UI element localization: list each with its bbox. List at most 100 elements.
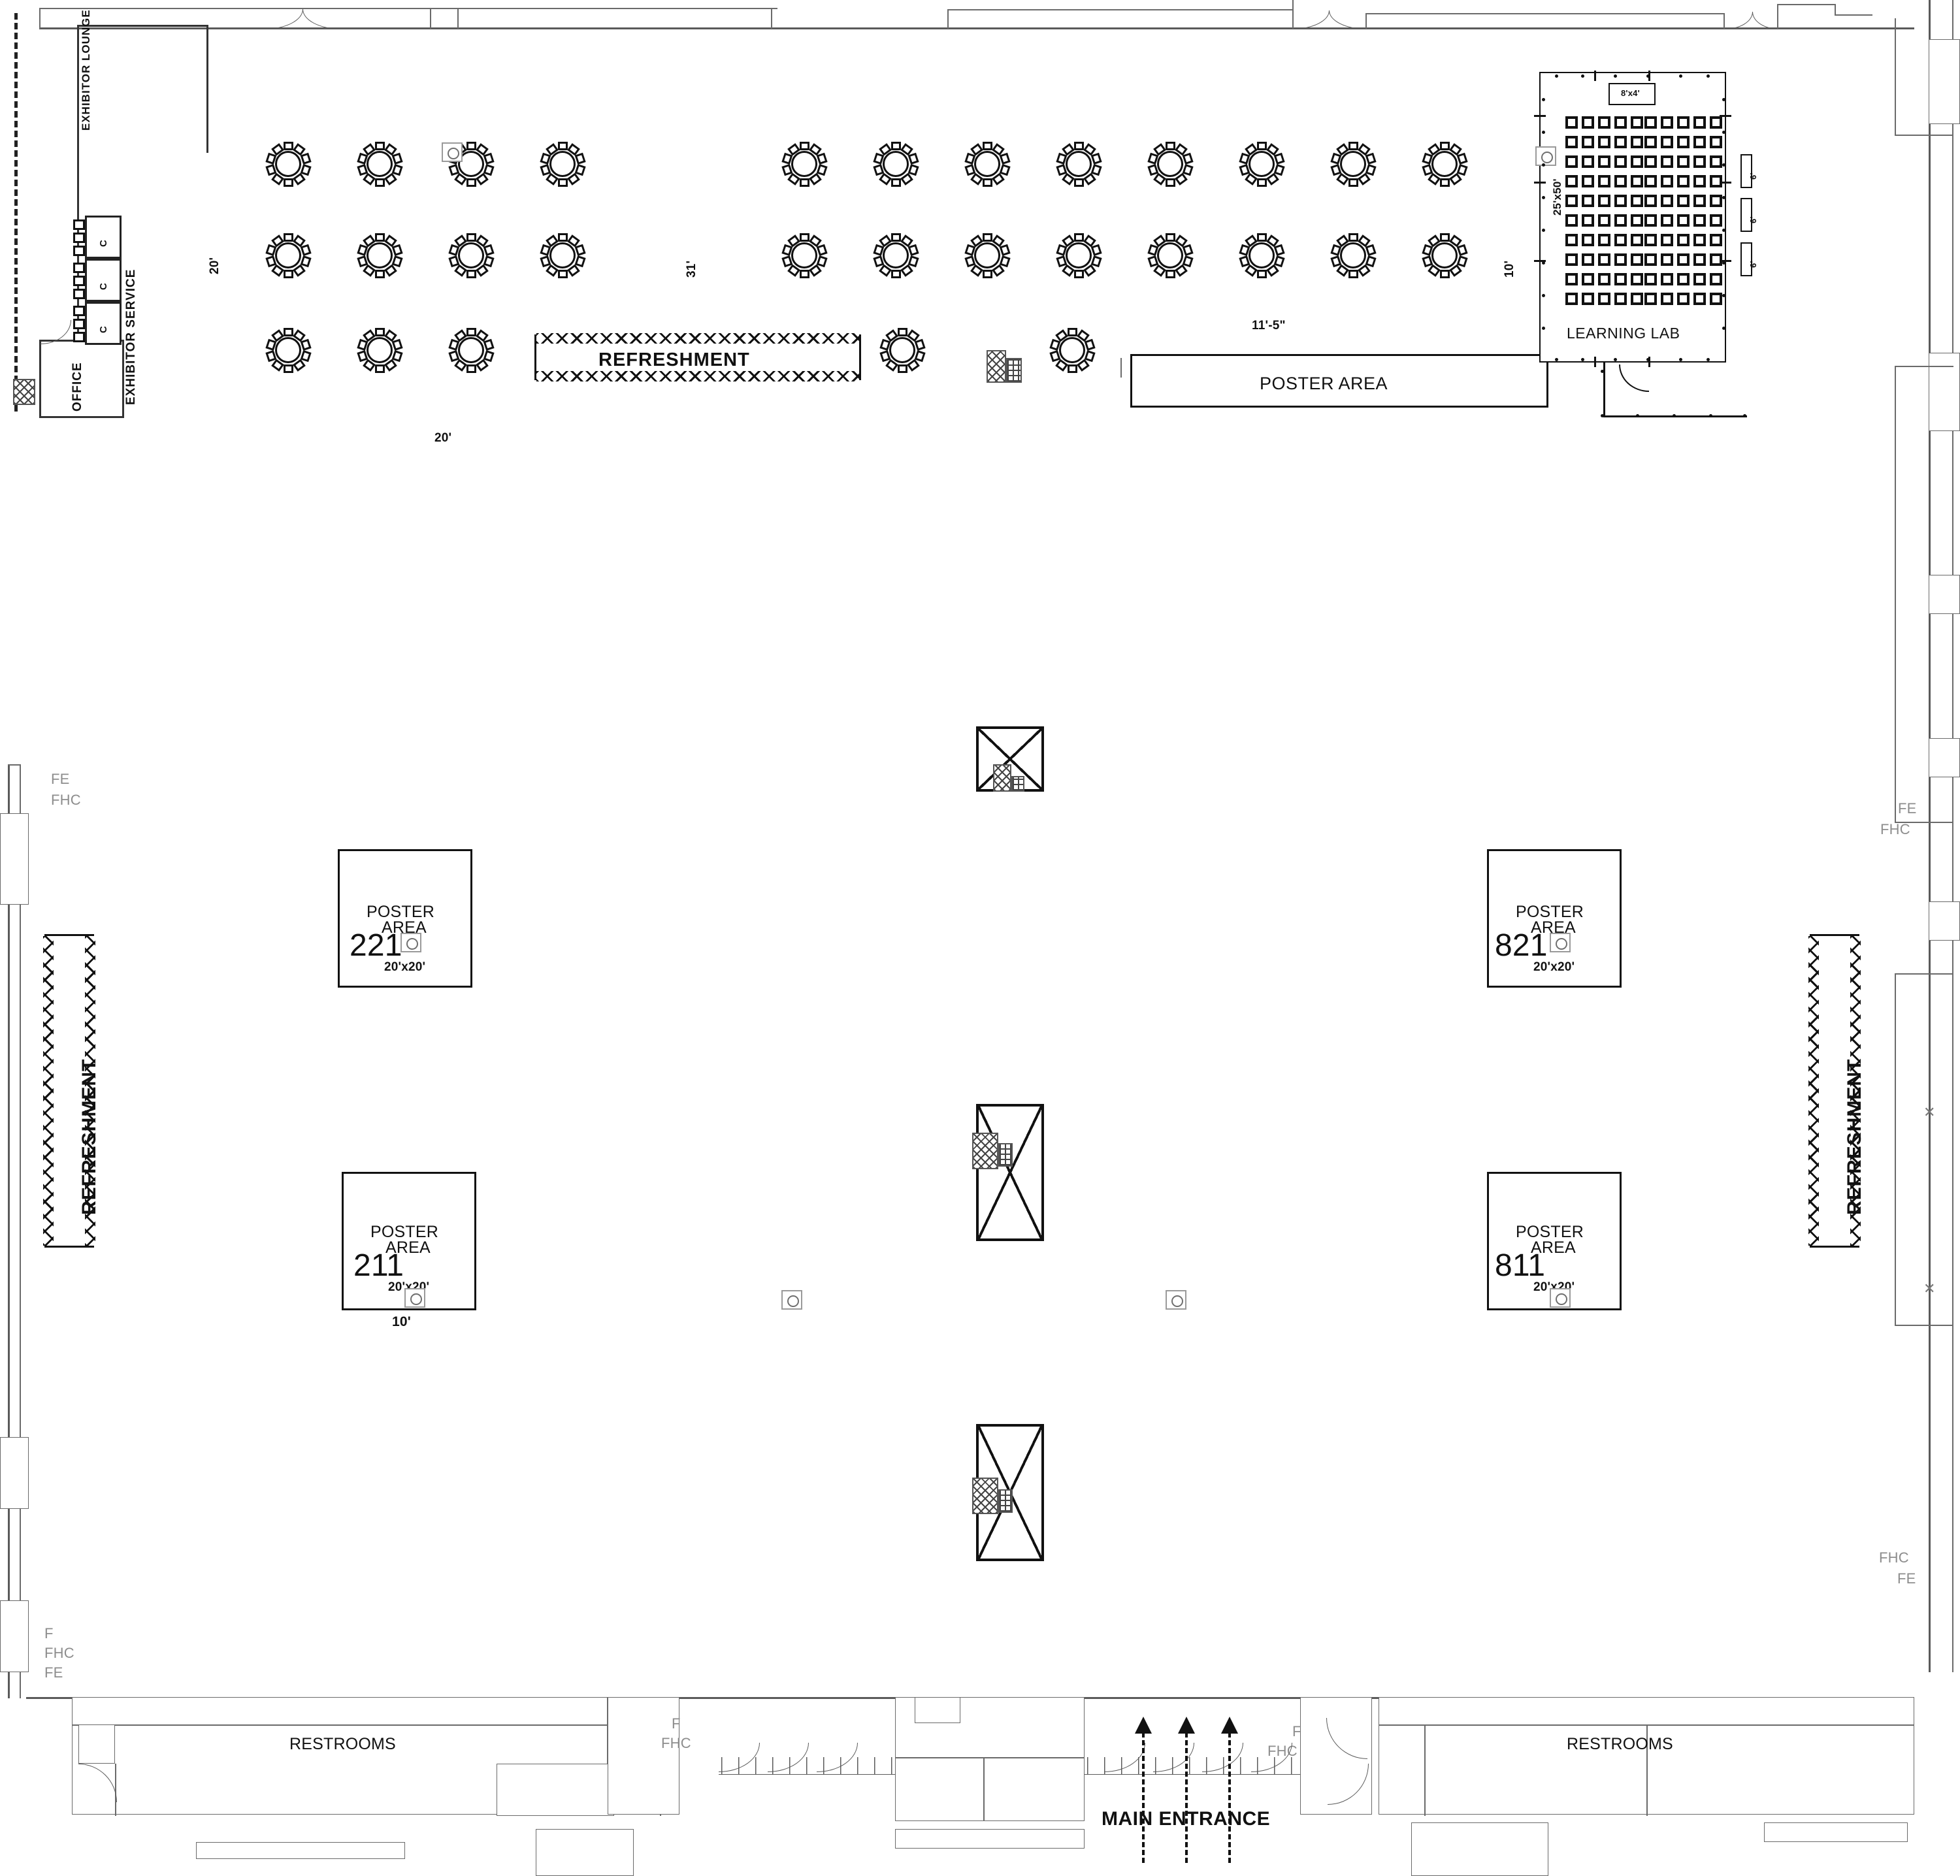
learning-lab-chair <box>1661 253 1673 266</box>
banquet-chair <box>982 178 992 187</box>
banquet-chair <box>557 178 568 187</box>
office-label: OFFICE <box>71 362 84 412</box>
wall-right-alcove-4 <box>1929 738 1960 777</box>
wall-right-seg-1 <box>1895 366 1953 367</box>
learning-lab-chair <box>1631 175 1643 187</box>
exit-path-dot-5 <box>1709 414 1712 417</box>
learning-lab-floor-box <box>1535 146 1556 166</box>
learning-lab-chair <box>1710 175 1722 187</box>
round-table-top <box>1431 151 1458 177</box>
banquet-chair <box>374 269 385 278</box>
banquet-chair <box>300 244 312 256</box>
banquet-chair <box>483 152 495 165</box>
learning-lab-chair <box>1565 234 1578 246</box>
booth-811[interactable] <box>1487 1172 1622 1310</box>
poster-area-banner <box>1130 354 1548 408</box>
learning-lab-chair <box>1598 273 1610 285</box>
booth-821-number: 821 <box>1495 928 1548 963</box>
round-table-r3-c4 <box>879 327 926 374</box>
restroom-left-stairs <box>536 1829 634 1876</box>
entry-vest-div-2 <box>983 1757 985 1821</box>
learning-lab-chair <box>1661 214 1673 227</box>
door-arc-top-6 <box>302 9 341 29</box>
property-line-dashed <box>14 13 18 412</box>
banquet-chair <box>483 338 495 351</box>
learning-lab-chair <box>1582 136 1594 148</box>
booth-221[interactable] <box>338 849 472 988</box>
learning-lab-chair <box>1710 195 1722 207</box>
learning-lab-chair <box>1614 136 1627 148</box>
banquet-chair <box>907 244 919 256</box>
entrance-arrow-head-2 <box>1178 1717 1195 1734</box>
learning-lab-chair <box>1631 253 1643 266</box>
restrooms-right-label: RESTROOMS <box>1567 1735 1673 1753</box>
learning-lab-edge-dot <box>1679 74 1682 78</box>
refreshment-right-band <box>1808 934 1861 1248</box>
learning-lab-chair <box>1582 116 1594 129</box>
banquet-chair <box>914 338 926 351</box>
banquet-chair <box>1165 269 1175 278</box>
wall-top-seg-b-r <box>1723 13 1725 29</box>
learning-lab-edge-dot <box>1614 358 1617 361</box>
round-table-top <box>1340 242 1366 268</box>
round-table-r1-c4 <box>539 140 586 187</box>
dim-11ft5: 11'-5" <box>1252 319 1286 332</box>
banquet-chair <box>374 178 385 187</box>
round-table-r2-c1 <box>265 232 312 279</box>
learning-lab-chair <box>1565 253 1578 266</box>
booth-211-line2: AREA <box>385 1238 431 1257</box>
service-counter-3 <box>85 302 122 345</box>
service-counter-label-1: C <box>98 239 109 247</box>
column-dots-lower <box>998 1489 1013 1513</box>
booth-821-floor-box <box>1550 933 1571 952</box>
wall-right-outer <box>1929 0 1931 1672</box>
fhc-marker-right-upper: FHC <box>1880 821 1910 837</box>
banquet-chair <box>557 269 568 278</box>
banquet-chair <box>1182 152 1194 165</box>
round-table-r2-c12 <box>1421 232 1468 279</box>
banquet-chair <box>1256 233 1267 242</box>
banquet-chair <box>1067 327 1077 336</box>
learning-lab-dimension-tick <box>1534 115 1546 117</box>
banquet-chair <box>1073 178 1084 187</box>
refreshment-left-label: REFRESHMENT <box>78 1058 100 1215</box>
booth-221-number: 221 <box>350 928 402 963</box>
door-arc-top-4 <box>1752 12 1779 29</box>
banquet-chair <box>1439 269 1450 278</box>
learning-lab-edge-dot <box>1646 74 1650 78</box>
learning-lab-table-3 <box>1740 242 1752 276</box>
learning-lab-chair <box>1677 273 1690 285</box>
learning-lab-edge-dot <box>1646 358 1650 361</box>
learning-lab-edge-dot <box>1707 358 1710 361</box>
exhibitor-service-label: EXHIBITOR SERVICE <box>124 268 138 405</box>
service-counter-1 <box>85 216 122 259</box>
learning-lab-title: LEARNING LAB <box>1567 325 1680 342</box>
banquet-chair <box>391 244 403 256</box>
banquet-chair <box>1073 233 1084 242</box>
banquet-chair <box>1273 244 1285 256</box>
learning-lab-chair <box>1710 155 1722 168</box>
booth-821[interactable] <box>1487 849 1622 988</box>
entrance-arrow-line-1 <box>1142 1732 1145 1863</box>
service-counter-2 <box>85 259 122 302</box>
wall-right-lower-a <box>1895 973 1896 1326</box>
booth-211[interactable] <box>342 1172 476 1310</box>
round-table-r1-c2 <box>356 140 403 187</box>
restroom-left-inner-1 <box>72 1724 608 1726</box>
learning-lab-chair <box>1614 155 1627 168</box>
learning-lab-chair <box>1582 253 1594 266</box>
banquet-chair <box>1365 152 1377 165</box>
learning-lab-chair <box>1614 195 1627 207</box>
entrance-arrow-head-3 <box>1221 1717 1238 1734</box>
learning-lab-edge-dot <box>1542 294 1545 297</box>
learning-lab-table-label-2: 6' <box>1748 216 1758 223</box>
learning-lab-chair <box>1677 155 1690 168</box>
round-table-r1-c3 <box>448 140 495 187</box>
round-table-top <box>367 337 393 363</box>
wall-right-inner <box>1952 0 1953 1672</box>
learning-lab-edge-dot <box>1722 294 1725 297</box>
fe-marker-left-lower: FE <box>44 1664 63 1681</box>
round-table-r1-c9 <box>1147 140 1194 187</box>
banquet-chair <box>897 364 907 373</box>
learning-lab-chair <box>1693 214 1706 227</box>
